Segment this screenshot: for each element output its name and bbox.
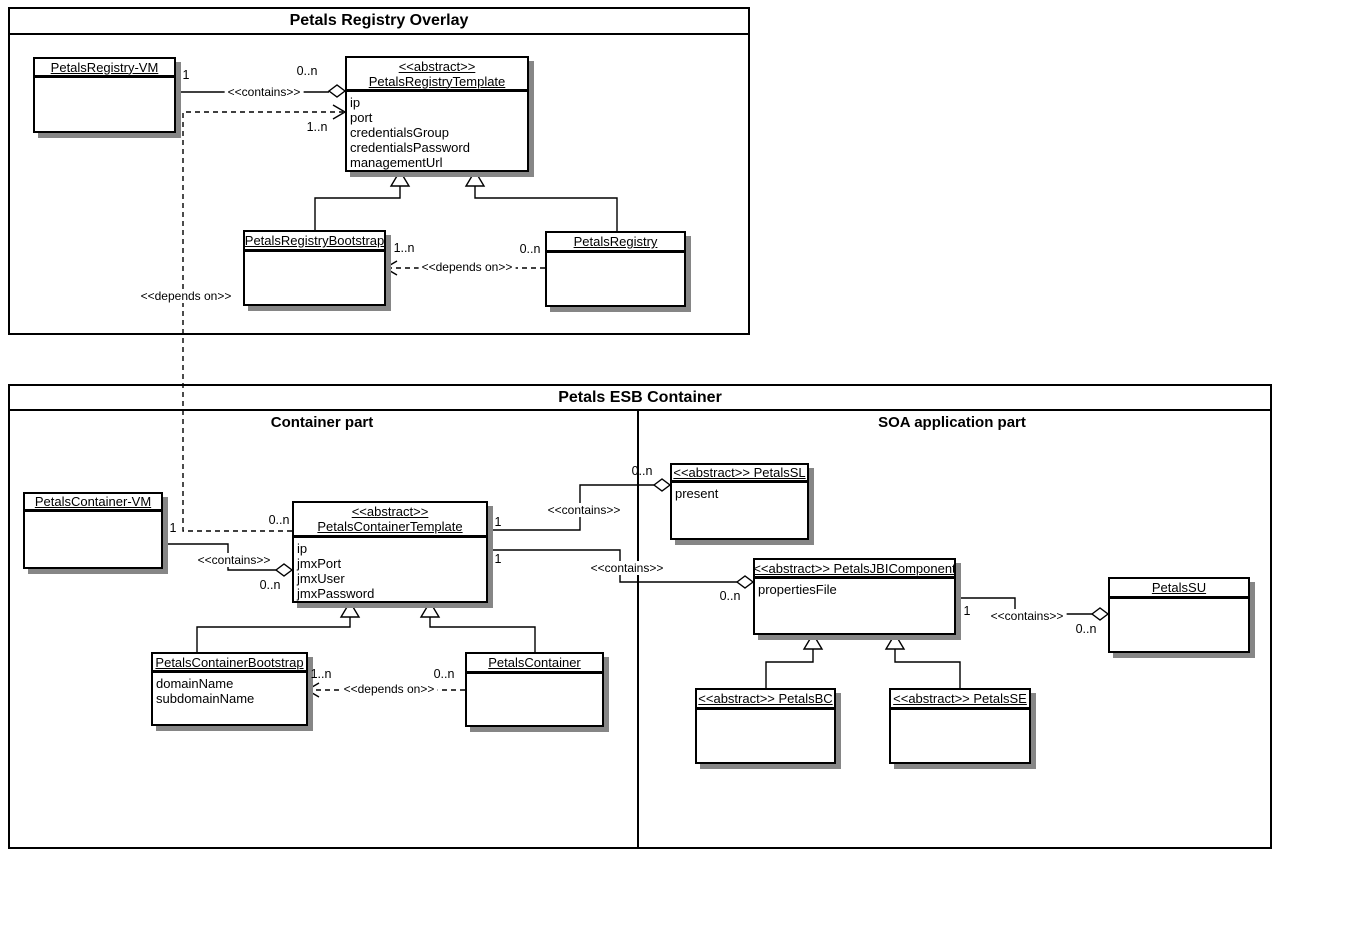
class-attributes: propertiesFile [755, 579, 954, 597]
class-attribute: credentialsPassword [350, 140, 470, 155]
class-attributes [25, 512, 161, 515]
dependency-containertemplate-registrytemplate [182, 104, 347, 532]
class-attribute: managementUrl [350, 155, 443, 170]
package-title: Petals Registry Overlay [10, 9, 748, 35]
class-name: PetalsContainerTemplate [317, 519, 463, 534]
class-petalscontainer[interactable]: PetalsContainer [465, 652, 604, 727]
association-label: <<contains>> [544, 503, 624, 517]
class-attribute: jmxPort [297, 556, 342, 571]
class-attributes [697, 710, 834, 713]
class-petalssl[interactable]: <<abstract>> PetalsSL present [670, 463, 809, 540]
multiplicity: 0..n [433, 667, 455, 681]
dependency-label: <<depends on>> [418, 260, 516, 274]
association-label: <<contains>> [224, 85, 304, 99]
generalization-registry-to-registrytemplate [464, 169, 618, 231]
multiplicity: 0..n [719, 589, 741, 603]
generalization-container-to-containertemplate [419, 600, 536, 652]
class-name: PetalsContainer [488, 655, 581, 670]
class-petalsse[interactable]: <<abstract>> PetalsSE [889, 688, 1031, 764]
class-name: <<abstract>> PetalsSE [893, 691, 1027, 706]
multiplicity: 0..n [1075, 622, 1097, 636]
package-section-divider [637, 411, 639, 847]
generalization-registrybootstrap-to-registrytemplate [314, 169, 411, 230]
class-attributes [1110, 599, 1248, 602]
package-petals-esb-container: Petals ESB Container [8, 384, 1272, 849]
class-attributes [35, 78, 174, 81]
multiplicity: 1..n [306, 120, 328, 134]
class-attributes [891, 710, 1029, 713]
multiplicity: 1 [963, 604, 971, 618]
multiplicity: 1 [182, 68, 190, 82]
class-name: <<abstract>> PetalsSL [673, 465, 806, 480]
class-attribute: subdomainName [156, 691, 255, 706]
class-stereotype: <<abstract>> [398, 58, 476, 74]
class-attributes [547, 253, 684, 256]
class-petalssu[interactable]: PetalsSU [1108, 577, 1250, 653]
multiplicity: 0..n [268, 513, 290, 527]
class-attribute: credentialsGroup [350, 125, 449, 140]
class-attributes: present [672, 483, 807, 501]
multiplicity: 1..n [393, 241, 415, 255]
association-label: <<contains>> [587, 561, 667, 575]
association-label: <<contains>> [987, 609, 1067, 623]
generalization-petalsse-to-jbicomponent [884, 632, 961, 688]
class-attribute: present [675, 486, 719, 501]
multiplicity: 1 [494, 515, 502, 529]
class-petalscontainer-vm[interactable]: PetalsContainer-VM [23, 492, 163, 569]
multiplicity: 1..n [310, 667, 332, 681]
class-attributes [467, 674, 602, 677]
multiplicity: 0..n [259, 578, 281, 592]
class-name: PetalsRegistry [573, 234, 658, 249]
dependency-label: <<depends on>> [137, 289, 235, 303]
multiplicity: 1 [169, 521, 177, 535]
class-petalsbc[interactable]: <<abstract>> PetalsBC [695, 688, 836, 764]
multiplicity: 0..n [631, 464, 653, 478]
class-petalsregistrytemplate[interactable]: <<abstract>> PetalsRegistryTemplate ip p… [345, 56, 529, 172]
package-petals-registry-overlay: Petals Registry Overlay [8, 7, 750, 335]
class-attributes [245, 252, 384, 255]
class-attributes: ip jmxPort jmxUser jmxPassword [294, 538, 486, 601]
class-attributes: ip port credentialsGroup credentialsPass… [347, 92, 527, 170]
class-attribute: propertiesFile [758, 582, 837, 597]
section-label-container-part: Container part [270, 414, 374, 431]
class-petalscontainertemplate[interactable]: <<abstract>> PetalsContainerTemplate ip … [292, 501, 488, 603]
package-title: Petals ESB Container [10, 386, 1270, 411]
class-petalsregistrybootstrap[interactable]: PetalsRegistryBootstrap [243, 230, 386, 306]
class-name: PetalsRegistryTemplate [368, 73, 506, 89]
multiplicity: 0..n [296, 64, 318, 78]
class-attribute: ip [297, 541, 308, 556]
class-petalsjbicomponent[interactable]: <<abstract>> PetalsJBIComponent properti… [753, 558, 956, 635]
multiplicity: 1 [494, 552, 502, 566]
class-name: PetalsSU [1151, 580, 1207, 595]
class-name: <<abstract>> PetalsJBIComponent [753, 560, 956, 576]
generalization-petalsbc-to-jbicomponent [765, 632, 824, 688]
class-attributes: domainName subdomainName [153, 673, 306, 706]
association-label: <<contains>> [194, 553, 274, 567]
class-attribute: domainName [156, 676, 234, 691]
class-name: PetalsRegistryBootstrap [244, 233, 385, 248]
class-attribute: jmxPassword [297, 586, 375, 601]
section-label-soa-application-part: SOA application part [878, 414, 1026, 431]
class-petalscontainerbootstrap[interactable]: PetalsContainerBootstrap domainName subd… [151, 652, 308, 726]
class-name: PetalsContainer-VM [34, 494, 152, 509]
dependency-label: <<depends on>> [340, 682, 438, 696]
class-name: <<abstract>> PetalsBC [698, 691, 833, 706]
class-name: PetalsContainerBootstrap [155, 654, 304, 670]
class-name: PetalsRegistry-VM [50, 59, 159, 75]
generalization-containerbootstrap-to-containertemplate [196, 600, 361, 652]
class-petalsregistry-vm[interactable]: PetalsRegistry-VM [33, 57, 176, 133]
class-petalsregistry[interactable]: PetalsRegistry [545, 231, 686, 307]
class-stereotype: <<abstract>> [351, 504, 429, 519]
class-attribute: port [350, 110, 373, 125]
multiplicity: 0..n [519, 242, 541, 256]
class-attribute: jmxUser [297, 571, 345, 586]
class-attribute: ip [350, 95, 361, 110]
